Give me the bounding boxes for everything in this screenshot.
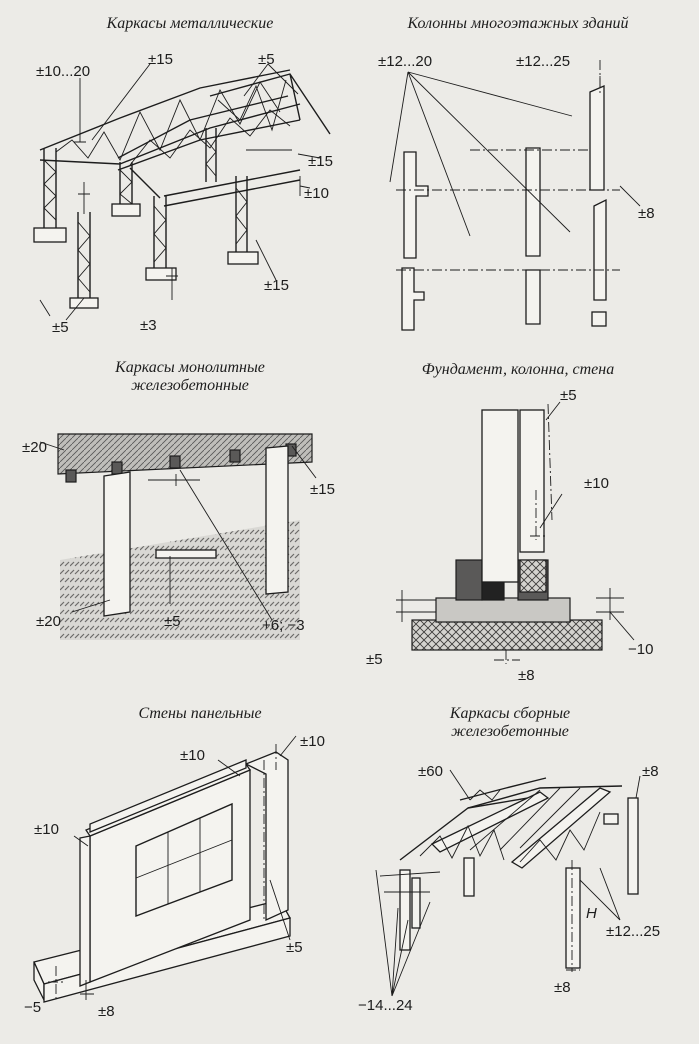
tolerance-label: ±8 [554,979,571,996]
tolerance-leaders [396,401,635,664]
height-symbol: H [586,905,597,922]
tolerance-leaders [389,71,641,237]
precast-columns [401,85,607,331]
tolerance-label: ±10 [180,747,205,764]
tolerance-label: ±15 [310,481,335,498]
tolerance-label: −10 [628,641,653,658]
tolerance-label: ±60 [418,763,443,780]
tolerance-label: ±20 [22,439,47,456]
tolerance-label: ±15 [148,51,173,68]
tolerance-label: ±8 [518,667,535,684]
tolerance-label: ±3 [140,317,157,334]
tolerance-leaders [39,63,321,321]
tolerance-label: ±5 [258,51,275,68]
axis-lines [396,60,620,271]
wall-segment [519,409,545,553]
tolerance-label: ±5 [560,387,577,404]
foundation-block [435,597,571,623]
tolerance-label: ±12...25 [606,923,660,940]
tolerance-label: +6; −3 [262,617,305,634]
tolerance-label: ±5 [366,651,383,668]
tolerance-leaders [48,735,297,1000]
tolerance-label: −5 [24,999,41,1016]
tolerance-label: ±5 [286,939,303,956]
tolerance-label: ±12...20 [378,53,432,70]
precast-columns [399,797,639,972]
footing-hatched [411,619,603,651]
panel-title-line-1: Каркасы сборные [449,705,570,722]
precast-roof-trusses [399,777,623,869]
panel-monolithic-frames: Каркасы монолитные железобетонные ±20 ±1… [22,359,335,640]
tolerance-label: ±8 [98,1003,115,1020]
panel-title-line-2: железобетонные [451,723,569,740]
panel-title: Стены панельные [138,705,261,722]
steel-columns [33,128,259,309]
column-shaft [481,409,519,583]
panel-title: Колонны многоэтажных зданий [406,15,628,32]
tolerance-label: ±15 [308,153,333,170]
tolerance-label: ±10 [34,821,59,838]
tolerance-label: −14...24 [358,997,413,1014]
panel-title-line-2: железобетонные [131,377,249,394]
tolerance-leaders [39,441,317,621]
tolerance-label: ±8 [642,763,659,780]
tolerance-label: ±15 [264,277,289,294]
tolerance-label: ±10 [304,185,329,202]
tolerance-label: ±8 [638,205,655,222]
panel-multistorey-columns: Колонны многоэтажных зданий ±12...20 ±12… [378,15,655,331]
panel-precast-frames: Каркасы сборные железобетонные [358,705,660,1014]
steel-trusses [39,69,331,207]
tolerance-label: ±5 [164,613,181,630]
panel-title-line-1: Каркасы монолитные [114,359,265,376]
tolerance-label: ±20 [36,613,61,630]
panel-title: Каркасы металлические [106,15,274,32]
tolerance-label: ±5 [52,319,69,336]
panel-foundation-column-wall: Фундамент, колонна, стена ±5 ±10 ±5 −10 … [366,361,653,684]
foundation-pad-left [455,559,483,601]
slab-ribs [65,443,297,483]
concrete-columns [103,445,289,617]
tolerance-label: ±12...25 [516,53,570,70]
tolerance-label: ±10 [300,733,325,750]
panel-metal-frames: Каркасы металлические [33,15,333,336]
panel-panel-walls: Стены панельные ±10 ±10 ±10 ±5 −5 ±8 [24,705,325,1020]
wall-base-hatched [519,559,547,593]
end-panel [244,751,289,922]
tolerance-label: ±10...20 [36,63,90,80]
tolerance-label: ±10 [584,475,609,492]
tolerance-leaders [375,769,641,997]
foundation-core [481,581,505,601]
panel-title: Фундамент, колонна, стена [422,361,614,378]
